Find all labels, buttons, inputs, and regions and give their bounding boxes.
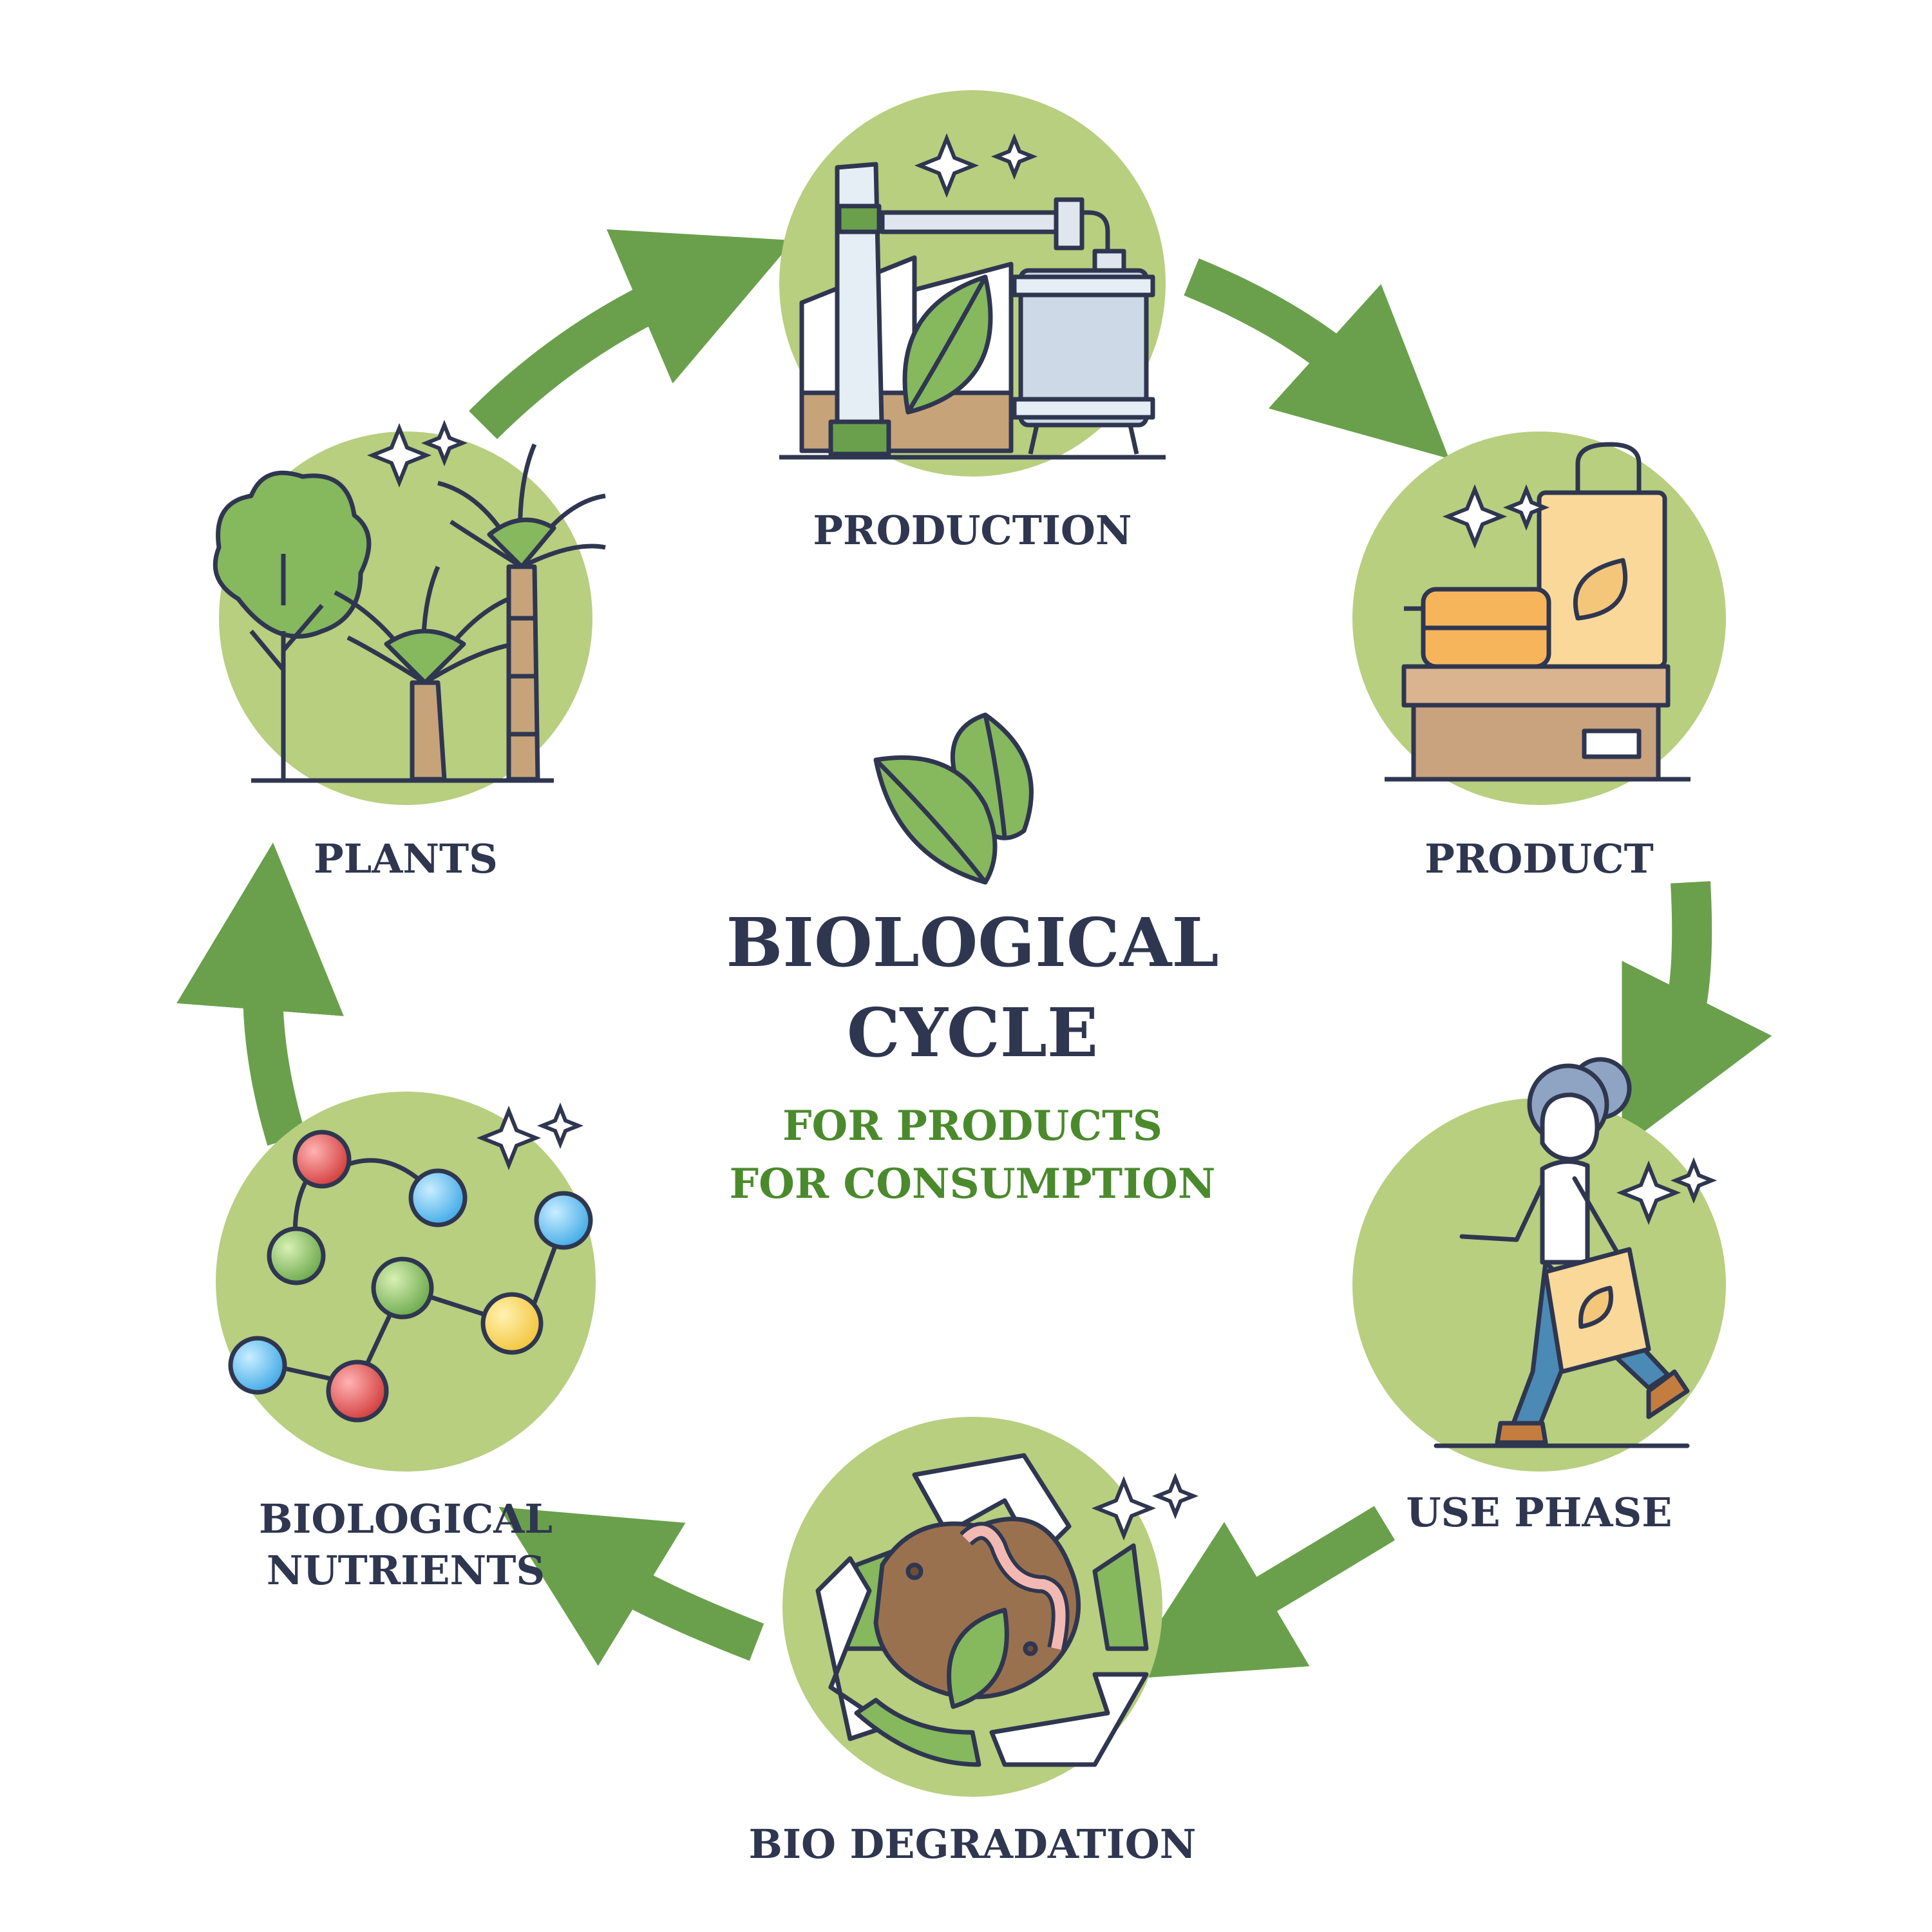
sparkle-icon xyxy=(1616,1157,1718,1226)
arrow-plants-to-production xyxy=(469,229,794,439)
cycle-arrows xyxy=(176,229,1772,1680)
arrow-production-to-product xyxy=(1184,258,1450,459)
recycle-soil-icon xyxy=(815,1453,1149,1767)
center-leaves-icon xyxy=(873,712,1034,885)
walking-person-icon xyxy=(1434,1057,1690,1448)
stage-bio-degradation: BIO DEGRADATION xyxy=(749,1417,1199,1868)
subtitle-line-1: FOR PRODUCTS xyxy=(782,1102,1162,1150)
atom-red xyxy=(326,1359,389,1423)
atom-blue xyxy=(408,1168,468,1227)
atom-blue xyxy=(228,1336,287,1395)
stage-use-phase: USE PHASE xyxy=(1352,1057,1726,1536)
arrow-product-to-use-phase xyxy=(1622,881,1772,1149)
arrow-use-phase-to-bio-degradation xyxy=(1122,1506,1396,1680)
stage-production: PRODUCTION xyxy=(779,90,1166,554)
sparkle-icon xyxy=(366,419,468,488)
stage-label-plants: PLANTS xyxy=(314,835,498,882)
stage-label-biological-nutrients-line2: NUTRIENTS xyxy=(267,1547,545,1594)
factory-icon xyxy=(779,162,1166,460)
sparkle-icon xyxy=(476,1102,584,1171)
atom-green xyxy=(267,1226,326,1285)
stage-label-production: PRODUCTION xyxy=(813,507,1132,554)
sparkle-icon xyxy=(914,133,1038,198)
atom-green xyxy=(371,1256,434,1320)
arrow-nutrients-to-plants xyxy=(176,842,344,1146)
stage-biological-nutrients: BIOLOGICAL NUTRIENTS xyxy=(216,1092,596,1594)
stage-plants: PLANTS xyxy=(213,419,606,882)
atom-yellow xyxy=(480,1292,544,1355)
title-line-2: CYCLE xyxy=(847,993,1098,1072)
atom-blue xyxy=(534,1191,593,1250)
packaging-icon xyxy=(1385,442,1690,782)
stage-label-use-phase: USE PHASE xyxy=(1406,1489,1672,1536)
title-line-1: BIOLOGICAL xyxy=(726,903,1219,982)
subtitle-line-2: FOR CONSUMPTION xyxy=(730,1160,1216,1208)
atom-red xyxy=(292,1130,352,1189)
molecule-icon xyxy=(228,1130,593,1423)
stage-label-biological-nutrients-line1: BIOLOGICAL xyxy=(259,1495,553,1542)
stage-product: PRODUCT xyxy=(1352,431,1726,882)
stage-label-bio-degradation: BIO DEGRADATION xyxy=(749,1821,1197,1868)
arrow-bio-degradation-to-nutrients xyxy=(498,1506,764,1666)
sparkle-icon xyxy=(1091,1472,1199,1541)
sparkle-icon xyxy=(1442,484,1550,549)
stage-label-product: PRODUCT xyxy=(1425,835,1653,882)
plants-icon xyxy=(213,443,606,783)
